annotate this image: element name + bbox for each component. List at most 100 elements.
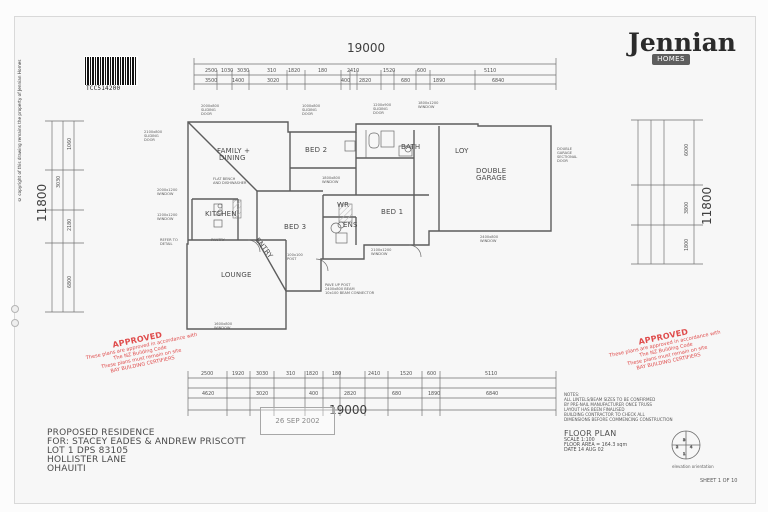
room-loy: LOY — [455, 147, 469, 155]
bottom-dim2-1: 4620 — [202, 391, 214, 397]
elevation-orientation-note: elevation orientation — [672, 464, 714, 469]
top-dim2-4: 400 — [341, 78, 350, 84]
room-ens: ENS — [343, 221, 358, 229]
top-dim2-7: 1890 — [433, 78, 445, 84]
left-dim-1: 3030 — [56, 176, 62, 188]
left-total-dimension: 11800 — [35, 184, 49, 222]
bottom-dim-8: 1520 — [400, 371, 412, 377]
orientation-symbol: 3 4 1 2 — [671, 430, 701, 460]
title-line-3: LOT 1 DPS 83105 — [47, 446, 129, 456]
orientation-number-2: 4 — [690, 445, 693, 449]
annotation-6: 2000x1200 WINDOW — [157, 188, 179, 196]
orientation-number-4: 2 — [676, 445, 678, 449]
annotation-13: 2400x800 WINDOW — [480, 235, 499, 243]
date-stamp: 26 SEP 2002 — [260, 407, 335, 435]
top-dim-8: 1520 — [383, 68, 395, 74]
annotation-4: 1800x1200 WINDOW — [418, 101, 440, 109]
right-dimension-lines — [631, 119, 703, 265]
top-dim2-3: 3020 — [267, 78, 279, 84]
room-wr: WR — [337, 201, 349, 209]
top-dim2-1: 3500 — [205, 78, 217, 84]
top-dim-2: 1030 — [221, 68, 233, 74]
room-bed2: BED 2 — [305, 146, 327, 154]
orientation-number-1: 3 — [683, 438, 685, 442]
top-dim2-2: 1400 — [232, 78, 244, 84]
room-double-garage-line2: GARAGE — [476, 174, 507, 182]
bottom-dim2-3: 400 — [309, 391, 318, 397]
room-family-dining-line2: DINING — [219, 154, 246, 162]
bottom-dim2-7: 6840 — [486, 391, 498, 397]
floor-plan-line-1: SCALE 1:100 — [564, 438, 595, 443]
bottom-dim2-5: 680 — [392, 391, 401, 397]
top-dim2-8: 6840 — [492, 78, 504, 84]
bottom-dim-7: 2410 — [368, 371, 380, 377]
room-family-dining-line1: FAMILY + — [217, 147, 250, 155]
right-dim-3: 1800 — [684, 239, 690, 251]
room-bed3: BED 3 — [284, 223, 306, 231]
top-dim-5: 1820 — [288, 68, 300, 74]
right-dim-2: 3800 — [684, 202, 690, 214]
annotation-11: DOUBLE GARAGE SECTIONAL DOOR — [557, 147, 578, 163]
top-dim-6: 180 — [318, 68, 327, 74]
floor-plan-info: FLOOR PLAN SCALE 1:100 FLOOR AREA = 164.… — [564, 429, 634, 453]
annotation-9: PANTRY — [211, 238, 226, 242]
bottom-total-dimension: 19000 — [329, 403, 367, 417]
bottom-dim-6: 180 — [332, 371, 341, 377]
annotation-5: 2100x800 SLIDING DOOR — [144, 130, 163, 142]
bottom-dim2-2: 3020 — [256, 391, 268, 397]
wardrobe-hatch — [338, 203, 353, 223]
right-total-dimension: 11800 — [700, 187, 714, 225]
floor-plan-line-2: FLOOR AREA = 164.3 sqm — [564, 443, 628, 448]
top-dimension-texts: 2500 1030 3030 310 1820 180 2410 1520 60… — [205, 68, 504, 84]
top-total-dimension: 19000 — [347, 41, 385, 55]
annotation-17: 1600x800 WINDOW — [214, 322, 233, 330]
annotation-1: 2000x800 SLIDING DOOR — [201, 104, 220, 116]
top-dim-4: 310 — [267, 68, 276, 74]
top-dim-3: 3030 — [237, 68, 249, 74]
notes-block: NOTES: ALL LINTELS/BEAM SIZES TO BE CONF… — [564, 392, 673, 422]
top-dimension-lines — [193, 58, 557, 90]
room-bed1: BED 1 — [381, 208, 403, 216]
sheet-label: SHEET 1 OF 10 — [700, 478, 738, 484]
right-dim-1: 6000 — [684, 144, 690, 156]
room-bath: BATH — [401, 143, 420, 151]
annotation-8: FLAT BENCH AND DISHWASHER — [213, 177, 247, 185]
floor-plan-line-3: DATE 14 AUG 02 — [564, 448, 604, 453]
title-line-4: HOLLISTER LANE — [47, 455, 127, 465]
top-dim-1: 2500 — [205, 68, 217, 74]
bottom-dim-1: 2500 — [201, 371, 213, 377]
left-dim-4: 6800 — [67, 276, 73, 288]
bottom-dim-10: 5110 — [485, 371, 497, 377]
plan-annotations: 2000x800 SLIDING DOOR 1000x800 SLIDING D… — [144, 101, 578, 330]
floor-plan-title: FLOOR PLAN — [564, 429, 617, 438]
bottom-dim-9: 600 — [427, 371, 436, 377]
floor-plan-walls — [186, 121, 552, 330]
bottom-dim-4: 310 — [286, 371, 295, 377]
bottom-dimension-texts: 2500 1920 3030 310 1820 180 2410 1520 60… — [201, 371, 498, 397]
notes-line-5: DIMENSIONS BEFORE COMMENCING CONSTRUCTIO… — [564, 417, 673, 422]
annotation-16: 100x100 POST — [287, 253, 304, 261]
room-kitchen: KITCHEN — [205, 210, 237, 218]
notes-line-1: ALL LINTELS/BEAM SIZES TO BE CONFIRMED — [564, 397, 656, 402]
room-lounge: LOUNGE — [221, 271, 252, 279]
bottom-dim2-6: 1890 — [428, 391, 440, 397]
punch-hole-bottom — [11, 319, 19, 327]
bottom-dim-3: 3030 — [256, 371, 268, 377]
title-block: PROPOSED RESIDENCE FOR: STACEY EADES & A… — [47, 429, 297, 474]
notes-line-3: LAYOUT HAS BEEN FINALISED — [564, 407, 625, 412]
left-dimension-lines — [45, 120, 84, 313]
barcode — [84, 56, 138, 86]
drawing-sheet — [14, 16, 756, 504]
orientation-number-3: 1 — [683, 452, 685, 456]
annotation-7: 1200x1200 WINDOW — [157, 213, 179, 221]
punch-hole-top — [11, 305, 19, 313]
title-line-5: OHAUITI — [47, 464, 86, 474]
annotation-10: REFER TO DETAIL — [160, 238, 179, 246]
annotation-14: PAVE UP POST 2400x800 BEAM 10x100 BEAM C… — [325, 283, 375, 295]
room-double-garage-line1: DOUBLE — [476, 167, 506, 175]
top-dim-7: 2410 — [347, 68, 359, 74]
top-dim2-5: 2820 — [359, 78, 371, 84]
bottom-dimension-lines — [187, 371, 557, 416]
